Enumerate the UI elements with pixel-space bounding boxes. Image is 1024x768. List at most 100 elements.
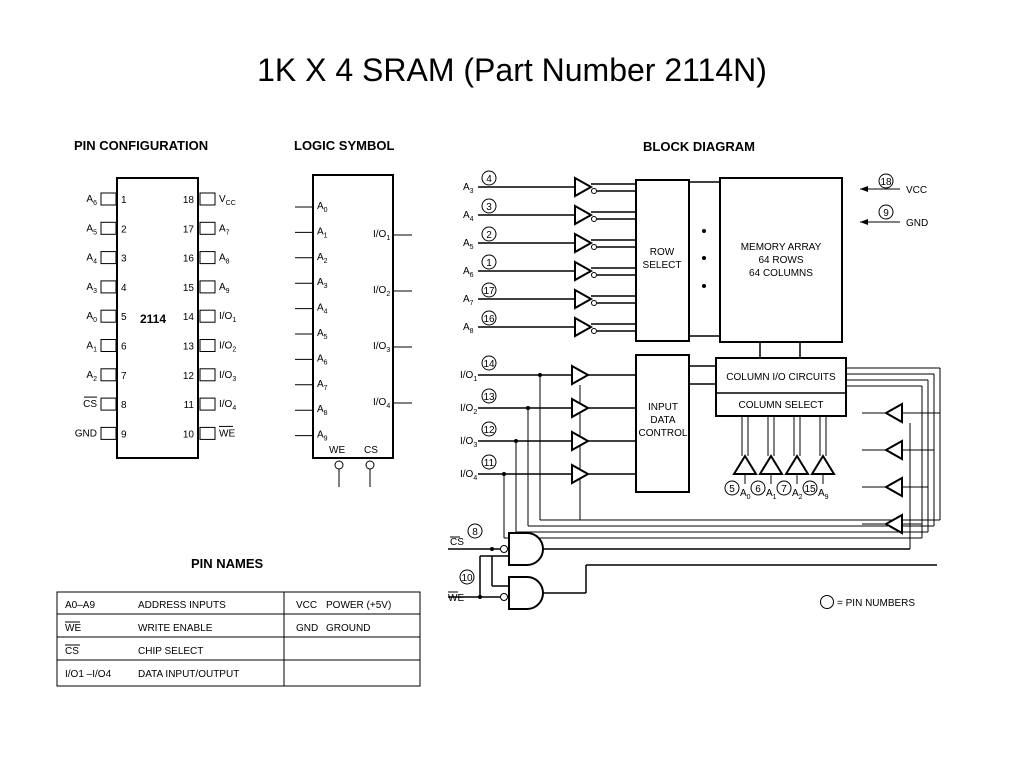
pin-pad	[100, 397, 117, 411]
pin-name: A9	[219, 282, 230, 295]
pin-number: 16	[183, 254, 195, 265]
column-buffer	[758, 454, 784, 475]
address-buffer	[574, 260, 594, 282]
pin-pad	[199, 251, 216, 265]
pin-names-description: DATA INPUT/OUTPUT	[138, 669, 239, 680]
input-label: A4	[317, 303, 328, 316]
input-label: A7	[317, 379, 328, 392]
pin-number: 3	[486, 202, 492, 213]
pin-configuration: PIN CONFIGURATION 2114 1A62A53A44A35A06A…	[74, 138, 236, 459]
column-buffer	[732, 454, 758, 475]
gnd-pin-number: 9	[883, 208, 889, 219]
address-buffer	[574, 176, 594, 198]
pin-number: 13	[183, 342, 195, 353]
input-data-control-box	[635, 354, 690, 493]
memory-array-label-1: MEMORY ARRAY	[741, 242, 822, 253]
pin-number: 4	[486, 174, 492, 185]
pin-name: A5	[86, 223, 97, 236]
input-buffer	[571, 364, 591, 386]
pin-name: I/O4	[219, 399, 236, 412]
pin-pad	[100, 251, 117, 265]
pin-name: A1	[86, 341, 97, 354]
pin-number: 18	[183, 195, 195, 206]
address-buffer	[574, 316, 594, 338]
input-buffer	[571, 397, 591, 419]
pin-number: 5	[121, 312, 127, 323]
column-address-label: A1	[766, 488, 777, 501]
input-label: A0	[317, 201, 328, 214]
pin-number: 6	[755, 484, 761, 495]
addr-label: A6	[463, 266, 474, 279]
vcc-label: VCC	[906, 185, 927, 196]
pin-number: 8	[121, 400, 127, 411]
pin-pad	[100, 426, 117, 440]
input-label: A5	[317, 328, 328, 341]
pin-circle	[481, 310, 497, 326]
pin-circle	[481, 282, 497, 298]
cs-label: CS	[450, 537, 464, 548]
column-io-label: COLUMN I/O CIRCUITS	[726, 372, 836, 383]
pin-circle	[481, 226, 497, 242]
pin-names-symbol: I/O1 –I/O4	[65, 669, 112, 680]
pin-pad	[100, 339, 117, 352]
pin-number: 3	[121, 254, 127, 265]
output-buffer	[883, 476, 903, 498]
pin-number: 14	[483, 359, 495, 370]
input-label: A2	[317, 252, 328, 265]
pin-circle	[481, 254, 497, 270]
pin-pad	[199, 397, 216, 411]
pin-name: A3	[86, 282, 97, 295]
pin-pad	[199, 368, 216, 382]
pin-names-description-2: GROUND	[326, 623, 370, 634]
column-io-box	[715, 357, 847, 417]
io-label: I/O2	[460, 403, 477, 416]
addr-label: A3	[463, 182, 474, 195]
column-address-label: A9	[818, 488, 829, 501]
pin-pad	[100, 368, 117, 382]
pin-name: A0	[86, 311, 97, 324]
pin-pad	[199, 192, 216, 206]
logic-symbol-body	[312, 174, 394, 459]
pin-number: 9	[121, 429, 127, 440]
pin-number: 11	[484, 458, 495, 469]
idc-label-1: INPUT	[648, 402, 678, 413]
vcc-pin-number: 18	[880, 177, 892, 188]
addr-label: A8	[463, 322, 474, 335]
pin-circle	[481, 421, 497, 437]
pin-number: 15	[183, 283, 195, 294]
we-pin-number: 10	[461, 573, 473, 584]
pin-circle	[481, 388, 497, 404]
pin-number: 2	[121, 224, 127, 235]
pin-number: 2	[486, 230, 492, 241]
cs-bubble	[365, 460, 375, 470]
input-label: A8	[317, 404, 328, 417]
pin-number: 12	[183, 371, 195, 382]
memory-array-label-3: 64 COLUMNS	[749, 268, 813, 279]
cs-and-gate	[508, 532, 544, 566]
gnd-label: GND	[906, 218, 928, 229]
pin-circle	[802, 480, 818, 496]
cs-pin-number: 8	[472, 527, 478, 538]
chip-label: 2114	[140, 312, 166, 326]
pin-name: I/O2	[219, 341, 236, 354]
pin-circle	[481, 198, 497, 214]
pin-circle	[481, 454, 497, 470]
pin-name: A8	[219, 253, 230, 266]
logic-cs-label: CS	[364, 445, 378, 456]
idc-label-3: CONTROL	[639, 428, 688, 439]
pin-names-description-2: POWER (+5V)	[326, 600, 391, 611]
pin-name: I/O1	[219, 311, 236, 324]
legend-circle	[820, 595, 834, 609]
memory-array-box	[719, 177, 843, 343]
page-title: 1K X 4 SRAM (Part Number 2114N)	[257, 52, 767, 88]
row-select-label-2: SELECT	[643, 260, 682, 271]
pin-circle	[724, 480, 740, 496]
pin-pad	[199, 426, 216, 440]
we-bubble	[334, 460, 344, 470]
